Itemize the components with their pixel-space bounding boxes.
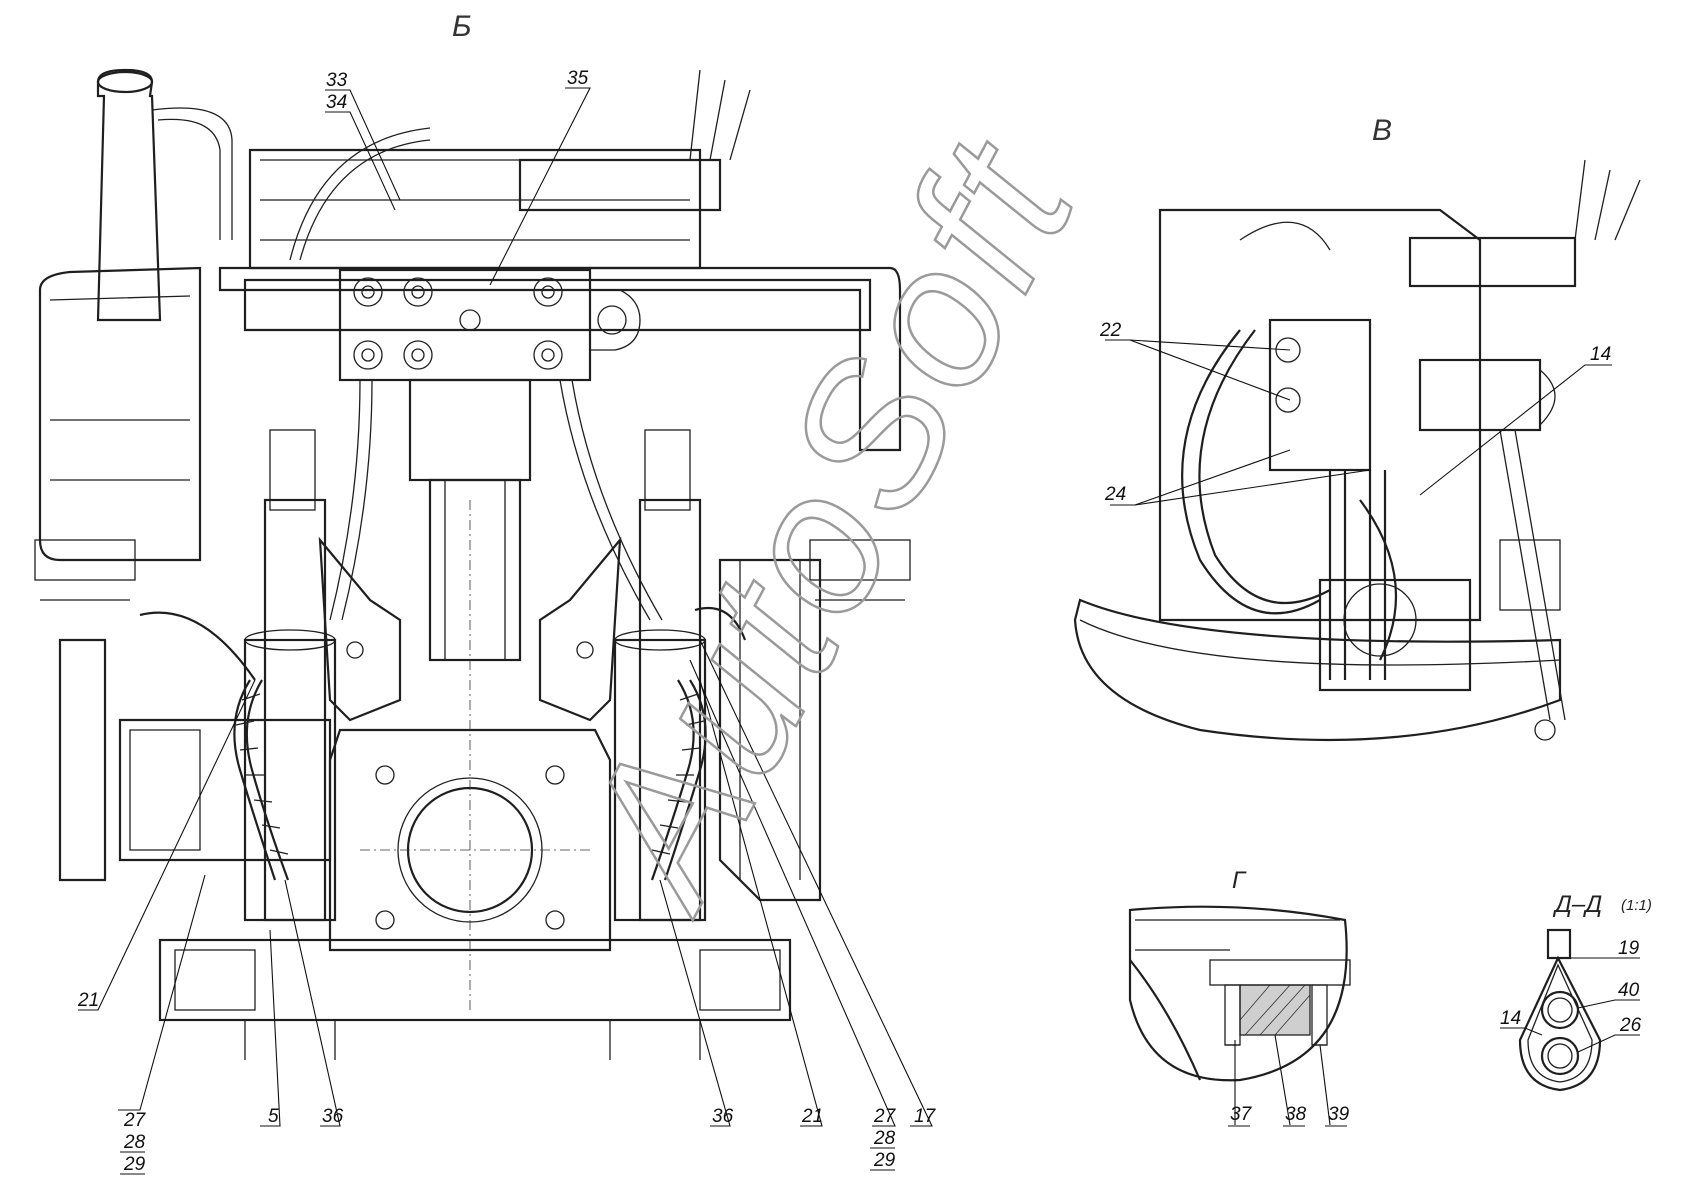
watermark-text: AutoSoft — [534, 106, 1119, 941]
callout-36-right: 36 — [712, 1106, 734, 1127]
callout-14-view-v: 14 — [1590, 344, 1611, 365]
section-scale: (1:1) — [1621, 897, 1652, 914]
callout-33: 33 — [326, 70, 348, 91]
callout-38: 38 — [1285, 1104, 1307, 1125]
view-v-drawing — [1073, 159, 1641, 742]
callout-28-left: 28 — [123, 1132, 146, 1153]
callout-21-right: 21 — [801, 1106, 823, 1127]
callout-22: 22 — [1099, 320, 1122, 341]
callout-36-left: 36 — [322, 1106, 344, 1127]
view-label-b: Б — [452, 10, 472, 43]
callout-underlines — [120, 1125, 1347, 1175]
callout-19: 19 — [1618, 938, 1640, 959]
section-d-drawing — [1518, 928, 1602, 1092]
leader-lines — [78, 87, 1640, 1127]
callout-34: 34 — [326, 92, 347, 113]
callout-labels: 33 34 35 21 27 28 29 5 36 36 21 27 28 29… — [77, 68, 1642, 1175]
callout-39: 39 — [1328, 1104, 1350, 1125]
view-titles: Б В Г Д–Д (1:1) — [452, 10, 1652, 918]
callout-35: 35 — [567, 68, 589, 89]
section-label-d: Д–Д — [1552, 891, 1602, 918]
callout-29-left: 29 — [123, 1154, 146, 1175]
callout-24: 24 — [1104, 484, 1126, 505]
detail-g-drawing — [1128, 905, 1351, 1082]
callout-26: 26 — [1619, 1015, 1642, 1036]
callout-29-right: 29 — [873, 1150, 896, 1171]
view-label-v: В — [1372, 114, 1392, 147]
callout-37: 37 — [1230, 1104, 1253, 1125]
callout-28-right: 28 — [873, 1128, 896, 1149]
callout-5: 5 — [268, 1106, 279, 1127]
callout-14-section: 14 — [1500, 1008, 1521, 1029]
callout-27-left: 27 — [123, 1110, 147, 1131]
callout-27-right: 27 — [873, 1106, 897, 1127]
callout-21-left: 21 — [77, 990, 99, 1011]
callout-40: 40 — [1618, 980, 1640, 1001]
main-view-b — [34, 68, 911, 1060]
view-label-g: Г — [1232, 867, 1247, 894]
callout-17: 17 — [914, 1106, 937, 1127]
